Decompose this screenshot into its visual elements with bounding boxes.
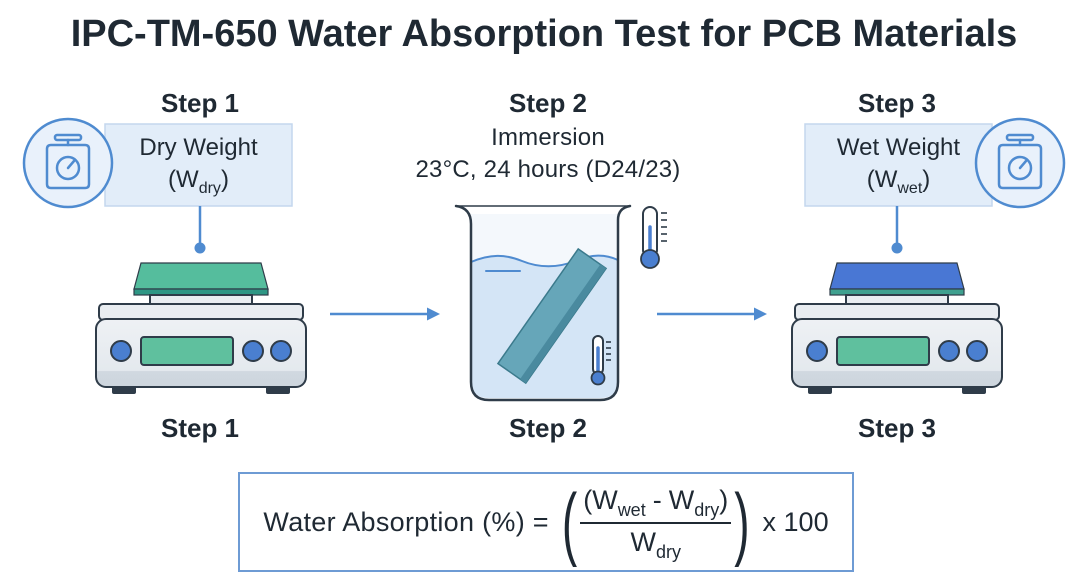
page-title: IPC-TM-650 Water Absorption Test for PCB…: [70, 13, 1018, 55]
dry-weight-symbol: (Wdry): [168, 164, 229, 199]
scale-button: [110, 340, 132, 362]
formula-open-paren: (: [561, 476, 578, 568]
step2-heading: Step 2: [508, 88, 588, 118]
water-surface: [470, 254, 619, 268]
scale-button: [938, 340, 960, 362]
weight-symbol: W: [874, 165, 898, 193]
scale-foot: [808, 386, 832, 394]
immersion-beaker: [454, 204, 632, 402]
scale-display: [836, 336, 930, 366]
formula-numerator: (Wwet-Wdry): [580, 485, 731, 522]
numerator-open-paren: (: [583, 484, 593, 515]
fraction-bar: [580, 521, 732, 524]
beaker-outline: [454, 204, 632, 402]
step3-caption: Step 3: [857, 413, 937, 443]
wet-scale-icon: [974, 117, 1066, 209]
close-paren: ): [922, 165, 931, 193]
formula-box: Water Absorption (%) = ( (Wwet-Wdry) Wdr…: [238, 472, 854, 572]
dry-pcb-sample: [133, 262, 269, 290]
scale-foot: [112, 386, 136, 394]
numerator-close-paren: ): [719, 484, 729, 515]
weight-symbol: W: [176, 165, 199, 193]
water-thermometer-icon: [590, 335, 611, 386]
immersion-title: Immersion: [491, 124, 605, 151]
step1-caption: Step 1: [160, 413, 240, 443]
wet-pcb-sample: [829, 262, 965, 290]
immersion-label: Immersion 23°C, 24 hours (D24/23): [398, 122, 698, 186]
wet-weight-symbol: (Wwet): [867, 164, 931, 199]
open-paren: (: [168, 165, 177, 193]
scale-foot: [962, 386, 986, 394]
wet-weight-scale: [791, 262, 1003, 394]
dry-scale-icon: [22, 117, 114, 209]
dry-weight-box: [104, 123, 293, 207]
numerator-wet-symbol: W: [592, 484, 618, 515]
numerator-operator: -: [652, 484, 662, 515]
step3-connector-dot: [891, 242, 903, 254]
numerator-dry-subscript: dry: [694, 499, 720, 520]
wet-weight-title: Wet Weight: [836, 133, 961, 161]
numerator-dry-symbol: W: [668, 484, 695, 515]
formula-denominator: Wdry: [630, 524, 681, 562]
scale-foot: [266, 386, 290, 394]
scale-button: [270, 340, 292, 362]
formula-rhs: x 100: [762, 506, 829, 537]
close-paren: ): [220, 165, 229, 193]
dry-weight-label: Dry Weight (Wdry): [105, 124, 292, 206]
step1-connector-dot: [194, 242, 206, 254]
open-paren: (: [866, 165, 875, 193]
submerged-pcb-sample: [496, 247, 608, 385]
scale-button: [806, 340, 828, 362]
numerator-wet-subscript: wet: [617, 499, 646, 520]
step1-heading: Step 1: [160, 88, 240, 118]
scale-platform: [98, 303, 304, 321]
weight-subscript: dry: [198, 179, 221, 197]
denominator-symbol: W: [630, 526, 656, 557]
thermometer-icon: [640, 206, 667, 269]
step3-heading: Step 3: [857, 88, 937, 118]
arrow-step1-to-step2: [330, 307, 440, 321]
scale-button: [242, 340, 264, 362]
weight-subscript: wet: [897, 179, 923, 197]
denominator-subscript: dry: [655, 541, 681, 562]
scale-platform: [794, 303, 1000, 321]
scale-button: [966, 340, 988, 362]
immersion-conditions: 23°C, 24 hours (D24/23): [415, 156, 681, 183]
step2-caption: Step 2: [508, 413, 588, 443]
formula-close-paren: ): [734, 476, 750, 568]
dry-weight-title: Dry Weight: [139, 133, 258, 161]
scale-display: [140, 336, 234, 366]
dry-weight-scale: [95, 262, 307, 394]
formula-lhs: Water Absorption (%) =: [263, 506, 549, 537]
arrow-step2-to-step3: [657, 307, 767, 321]
formula-fraction: (Wwet-Wdry) Wdry: [580, 485, 732, 562]
wet-weight-label: Wet Weight (Wwet): [805, 124, 992, 206]
